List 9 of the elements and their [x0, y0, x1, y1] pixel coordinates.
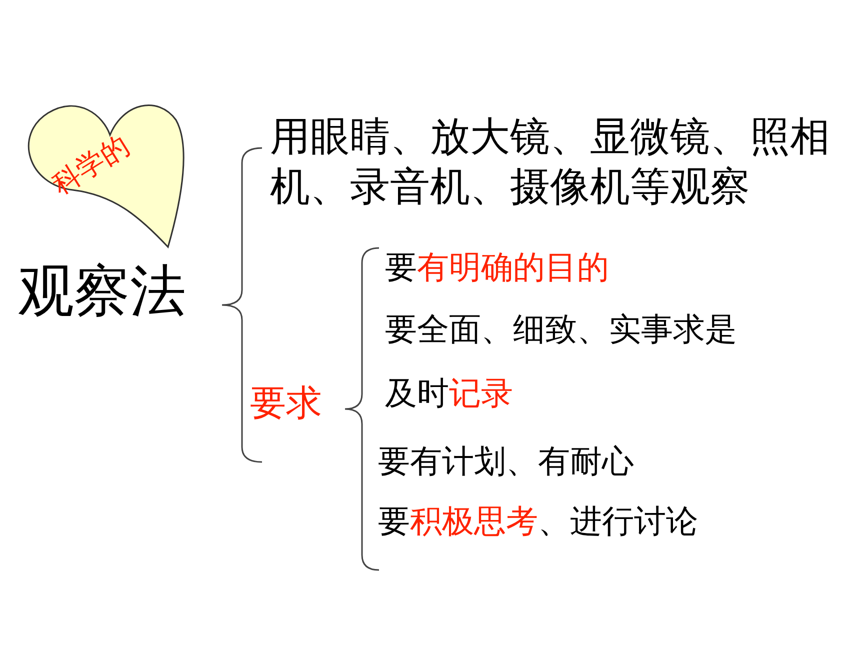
- requirement-text: 要有计划、有耐心: [378, 442, 634, 480]
- method-text: 用眼睛、放大镜、显微镜、照相机、录音机、摄像机等观察: [270, 113, 830, 212]
- requirement-text: 要有明确的目的: [385, 248, 609, 286]
- requirement-text: 要全面、细致、实事求是: [385, 310, 737, 348]
- branch-label: 要求: [250, 382, 322, 426]
- requirement-text: 要积极思考、进行讨论: [378, 502, 698, 540]
- heart-label: 科学的: [46, 128, 136, 202]
- requirement-text: 及时记录: [385, 374, 513, 412]
- topic-title: 观察法: [18, 258, 186, 326]
